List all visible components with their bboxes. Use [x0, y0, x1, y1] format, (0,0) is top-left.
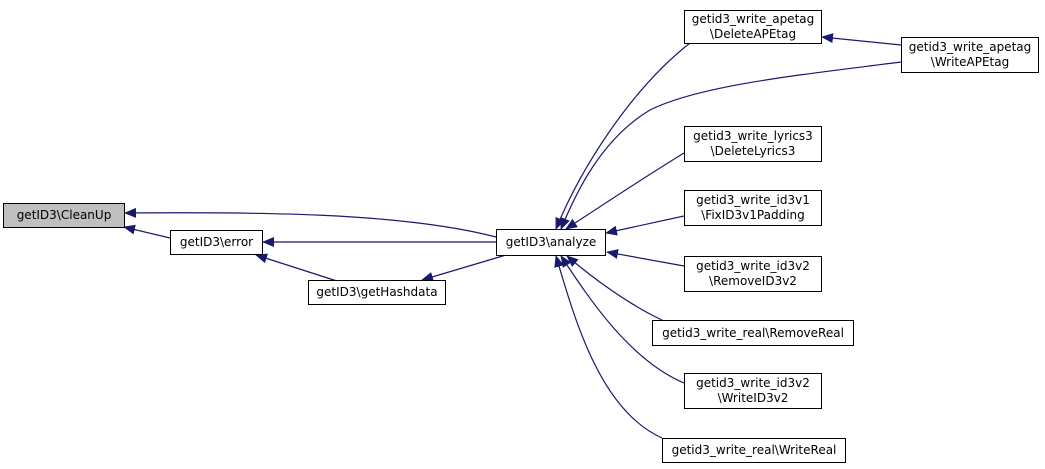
- edge-writeapetag-to-analyze: [560, 61, 902, 230]
- node-label-line1: getid3_write_apetag: [908, 40, 1032, 54]
- node-cleanup[interactable]: getID3\CleanUp: [3, 203, 125, 228]
- node-deletelyrics3[interactable]: getid3_write_lyrics3 \DeleteLyrics3: [684, 126, 822, 162]
- node-label: getID3\error: [179, 235, 254, 249]
- node-removeid3v2[interactable]: getid3_write_id3v2 \RemoveID3v2: [684, 256, 822, 292]
- node-label: getid3_write_real\WriteReal: [671, 443, 837, 457]
- node-analyze[interactable]: getID3\analyze: [496, 229, 606, 256]
- edge-removeid3v2-to-analyze: [606, 249, 685, 267]
- node-removereal[interactable]: getid3_write_real\RemoveReal: [652, 320, 854, 346]
- node-label-line2: \WriteAPEtag: [930, 55, 1010, 69]
- edge-analyze-to-cleanup: [124, 207, 497, 238]
- node-label-line2: \RemoveID3v2: [709, 274, 797, 288]
- edge-writereal-to-analyze: [554, 255, 663, 439]
- edge-error-to-cleanup: [123, 224, 171, 239]
- node-fixid3v1padding[interactable]: getid3_write_id3v1 \FixID3v1Padding: [684, 190, 822, 226]
- node-label-line1: getid3_write_lyrics3: [693, 129, 813, 143]
- node-error[interactable]: getID3\error: [170, 230, 263, 255]
- node-label-line2: \DeleteLyrics3: [710, 144, 796, 158]
- node-label-line1: getid3_write_id3v2: [696, 259, 810, 273]
- edges: [123, 33, 902, 439]
- edge-fixid3v1padding-to-analyze: [605, 215, 685, 236]
- node-gethashdata[interactable]: getID3\getHashdata: [308, 280, 446, 305]
- edge-gethashdata-to-error: [255, 253, 341, 283]
- node-writeapetag[interactable]: getid3_write_apetag \WriteAPEtag: [901, 37, 1039, 73]
- node-label: getID3\getHashdata: [316, 285, 438, 299]
- edge-removereal-to-analyze: [566, 255, 663, 321]
- node-label-line2: \WriteID3v2: [717, 391, 789, 405]
- node-label: getID3\CleanUp: [16, 208, 112, 222]
- edge-analyze-to-gethashdata: [421, 254, 507, 282]
- node-label: getID3\analyze: [505, 235, 597, 249]
- node-writeid3v2[interactable]: getid3_write_id3v2 \WriteID3v2: [684, 373, 822, 409]
- node-label: getid3_write_real\RemoveReal: [662, 325, 844, 340]
- node-label-line1: getid3_write_id3v1: [696, 193, 810, 207]
- node-writereal[interactable]: getid3_write_real\WriteReal: [662, 438, 846, 463]
- node-label-line2: \FixID3v1Padding: [701, 208, 805, 222]
- edge-writeid3v2-to-analyze: [560, 255, 685, 384]
- node-label-line1: getid3_write_apetag: [691, 12, 815, 26]
- edge-deletelyrics3-to-analyze: [565, 152, 685, 230]
- edge-writeapetag-to-deleteapetag: [821, 33, 902, 46]
- node-label-line1: getid3_write_id3v2: [696, 376, 810, 390]
- node-deleteapetag[interactable]: getid3_write_apetag \DeleteAPEtag: [684, 10, 822, 44]
- edge-deleteapetag-to-analyze: [555, 42, 691, 230]
- node-label-line2: \DeleteAPEtag: [709, 27, 797, 41]
